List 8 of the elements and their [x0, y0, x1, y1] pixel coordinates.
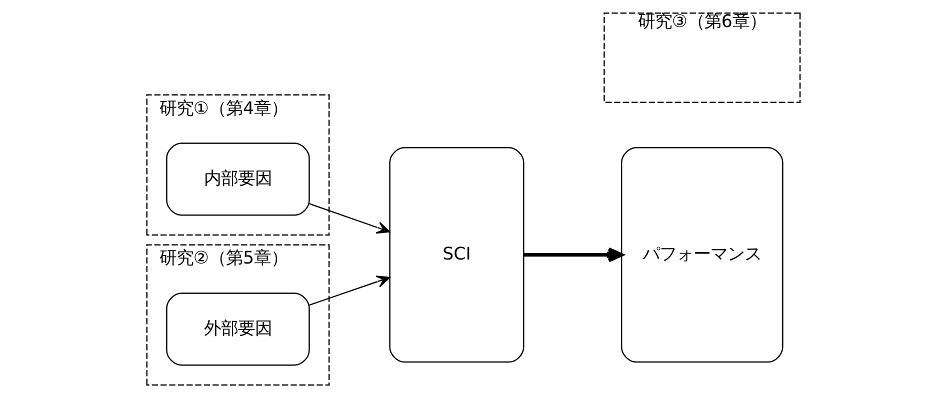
- node-box: 内部要因: [166, 142, 310, 216]
- arrow: [308, 276, 390, 306]
- node-box: 研究③（第6章）: [603, 12, 800, 103]
- node-box: 外部要因: [166, 292, 310, 366]
- arrow: [523, 247, 623, 262]
- arrow: [308, 203, 390, 234]
- node-box: パフォーマンス: [620, 146, 783, 363]
- node-box: SCI: [388, 146, 524, 363]
